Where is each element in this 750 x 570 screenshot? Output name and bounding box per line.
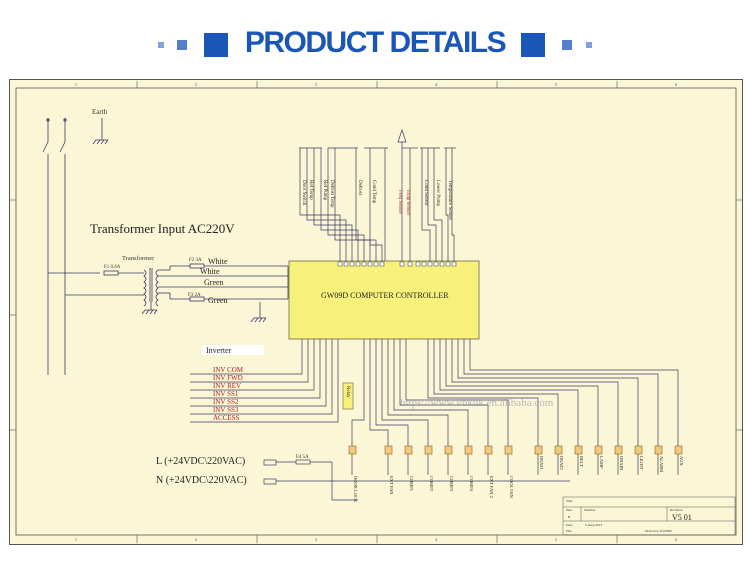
schematic-sheet: 1 2 3 4 5 6 1 2 3 4 5 6 Earth Transforme… bbox=[9, 79, 743, 545]
input-label: Defrost bbox=[357, 180, 362, 196]
transformer-label: Transformer bbox=[122, 255, 155, 262]
page-header: PRODUCT DETAILS bbox=[0, 0, 750, 78]
title-block-value: 5-Aug-2013 bbox=[585, 523, 602, 527]
border-number: 4 bbox=[435, 537, 437, 542]
output-label: HEAT2 bbox=[559, 456, 564, 470]
title-block-label: Title bbox=[566, 499, 573, 503]
output-terminals bbox=[348, 445, 683, 455]
input-label: Ref Temp bbox=[308, 180, 313, 200]
input-label: Cond Sensor bbox=[423, 180, 428, 206]
border-number: 2 bbox=[195, 537, 197, 542]
relay-box bbox=[342, 382, 354, 410]
output-label: COMP2 bbox=[429, 476, 434, 491]
page-title: PRODUCT DETAILS bbox=[244, 26, 507, 59]
input-label: Evap Sensor bbox=[405, 190, 410, 215]
transformer-input-label: Transformer Input AC220V bbox=[90, 221, 235, 236]
border-number: 3 bbox=[315, 82, 317, 87]
border-number: 5 bbox=[555, 537, 557, 542]
fuse-label: F2 3A bbox=[189, 258, 202, 263]
top-connector-pins bbox=[337, 261, 457, 267]
input-label: Lower Pump bbox=[435, 180, 440, 206]
bullet-square bbox=[177, 40, 187, 50]
inverter-signal: INV FWD bbox=[213, 374, 243, 382]
output-wires bbox=[351, 339, 679, 475]
bullet-square bbox=[586, 42, 592, 48]
output-label: DRAIN bbox=[619, 456, 624, 471]
input-label: Door Switch bbox=[301, 180, 306, 206]
title-block-value: B bbox=[568, 515, 571, 519]
output-label: LIGHT bbox=[639, 456, 644, 470]
bullet-square bbox=[521, 33, 545, 57]
wire-label: White bbox=[208, 257, 228, 266]
border-number: 4 bbox=[435, 82, 437, 87]
mains-switch-icon bbox=[42, 118, 67, 375]
output-label: HEAT1 bbox=[539, 456, 544, 470]
fuse-label: F3 2A bbox=[188, 293, 201, 298]
title-block bbox=[562, 496, 736, 536]
input-label: Temperature Sensor bbox=[447, 180, 452, 220]
revision-value: V5 01 bbox=[672, 513, 692, 522]
title-block-label: Number bbox=[584, 508, 596, 512]
watermark: https://www.vbkuk.en.alibaba.com bbox=[400, 397, 554, 409]
earth-icon bbox=[92, 118, 109, 145]
transformer-icon bbox=[48, 263, 289, 323]
bullet-square bbox=[562, 40, 572, 50]
inverter-signal: INV REV bbox=[213, 382, 241, 390]
output-label: COMP4 bbox=[469, 476, 474, 492]
inverter-signal: ACCESS bbox=[213, 414, 240, 422]
earth-label: Earth bbox=[92, 108, 108, 116]
fuse-label: F1 0.4A bbox=[104, 265, 121, 270]
inverter-wires bbox=[190, 339, 339, 423]
relay-label: Relay bbox=[345, 386, 350, 398]
output-label: DOOR LOCK bbox=[353, 476, 358, 503]
border-number: 6 bbox=[675, 537, 677, 542]
border-number: 3 bbox=[315, 537, 317, 542]
output-label: BELT bbox=[579, 456, 584, 467]
inverter-signal: INV SS1 bbox=[213, 390, 239, 398]
border-number: 1 bbox=[75, 537, 77, 542]
title-block-label: File bbox=[566, 529, 572, 533]
inverter-signal: INV COM bbox=[213, 366, 244, 374]
fuse-label: F4 5A bbox=[296, 455, 309, 460]
wire-label: Green bbox=[204, 278, 224, 287]
border-number: 6 bbox=[675, 82, 677, 87]
output-label: EXT FAN 2 bbox=[489, 476, 494, 498]
output-label: LAMP bbox=[599, 456, 604, 469]
controller-label: GW09D COMPUTER CONTROLLER bbox=[321, 291, 449, 300]
output-label: AUX bbox=[679, 456, 684, 466]
title-block-label: Size bbox=[566, 508, 572, 512]
input-label: Ref Pump bbox=[322, 180, 327, 201]
input-label: Defrost Temp bbox=[329, 180, 334, 208]
inverter-signal: INV SS2 bbox=[213, 398, 239, 406]
border-number: 1 bbox=[75, 82, 77, 87]
title-block-value: Drawn by GW09D bbox=[645, 529, 672, 533]
wire-label: Green bbox=[208, 296, 228, 305]
border-number: 2 bbox=[195, 82, 197, 87]
output-label: COMP1 bbox=[409, 476, 414, 491]
inverter-label: Inverter bbox=[206, 346, 232, 355]
computer-controller bbox=[288, 260, 480, 340]
title-block-label: Revision bbox=[670, 508, 683, 512]
bullet-square bbox=[158, 42, 164, 48]
wiring-diagram: 1 2 3 4 5 6 1 2 3 4 5 6 Earth Transforme… bbox=[10, 81, 742, 543]
title-block-label: Date bbox=[566, 523, 573, 527]
output-label: ALARM bbox=[659, 456, 664, 472]
wire-label: White bbox=[200, 267, 220, 276]
power-label-l: L (+24VDC\220VAC) bbox=[156, 456, 245, 467]
output-label: COOL FAN bbox=[509, 476, 514, 499]
input-label: Freq Sensor bbox=[397, 190, 402, 214]
inverter-box bbox=[202, 345, 264, 355]
input-label: Cond Temp bbox=[371, 180, 376, 204]
power-label-n: N (+24VDC\220VAC) bbox=[156, 475, 247, 486]
top-input-wires bbox=[299, 128, 456, 261]
power-wires bbox=[263, 459, 570, 501]
border-number: 5 bbox=[555, 82, 557, 87]
bullet-square bbox=[204, 33, 228, 57]
inverter-signal: INV SS3 bbox=[213, 406, 239, 414]
output-label: COMP3 bbox=[449, 476, 454, 492]
output-label: EXT FAN bbox=[389, 476, 394, 495]
